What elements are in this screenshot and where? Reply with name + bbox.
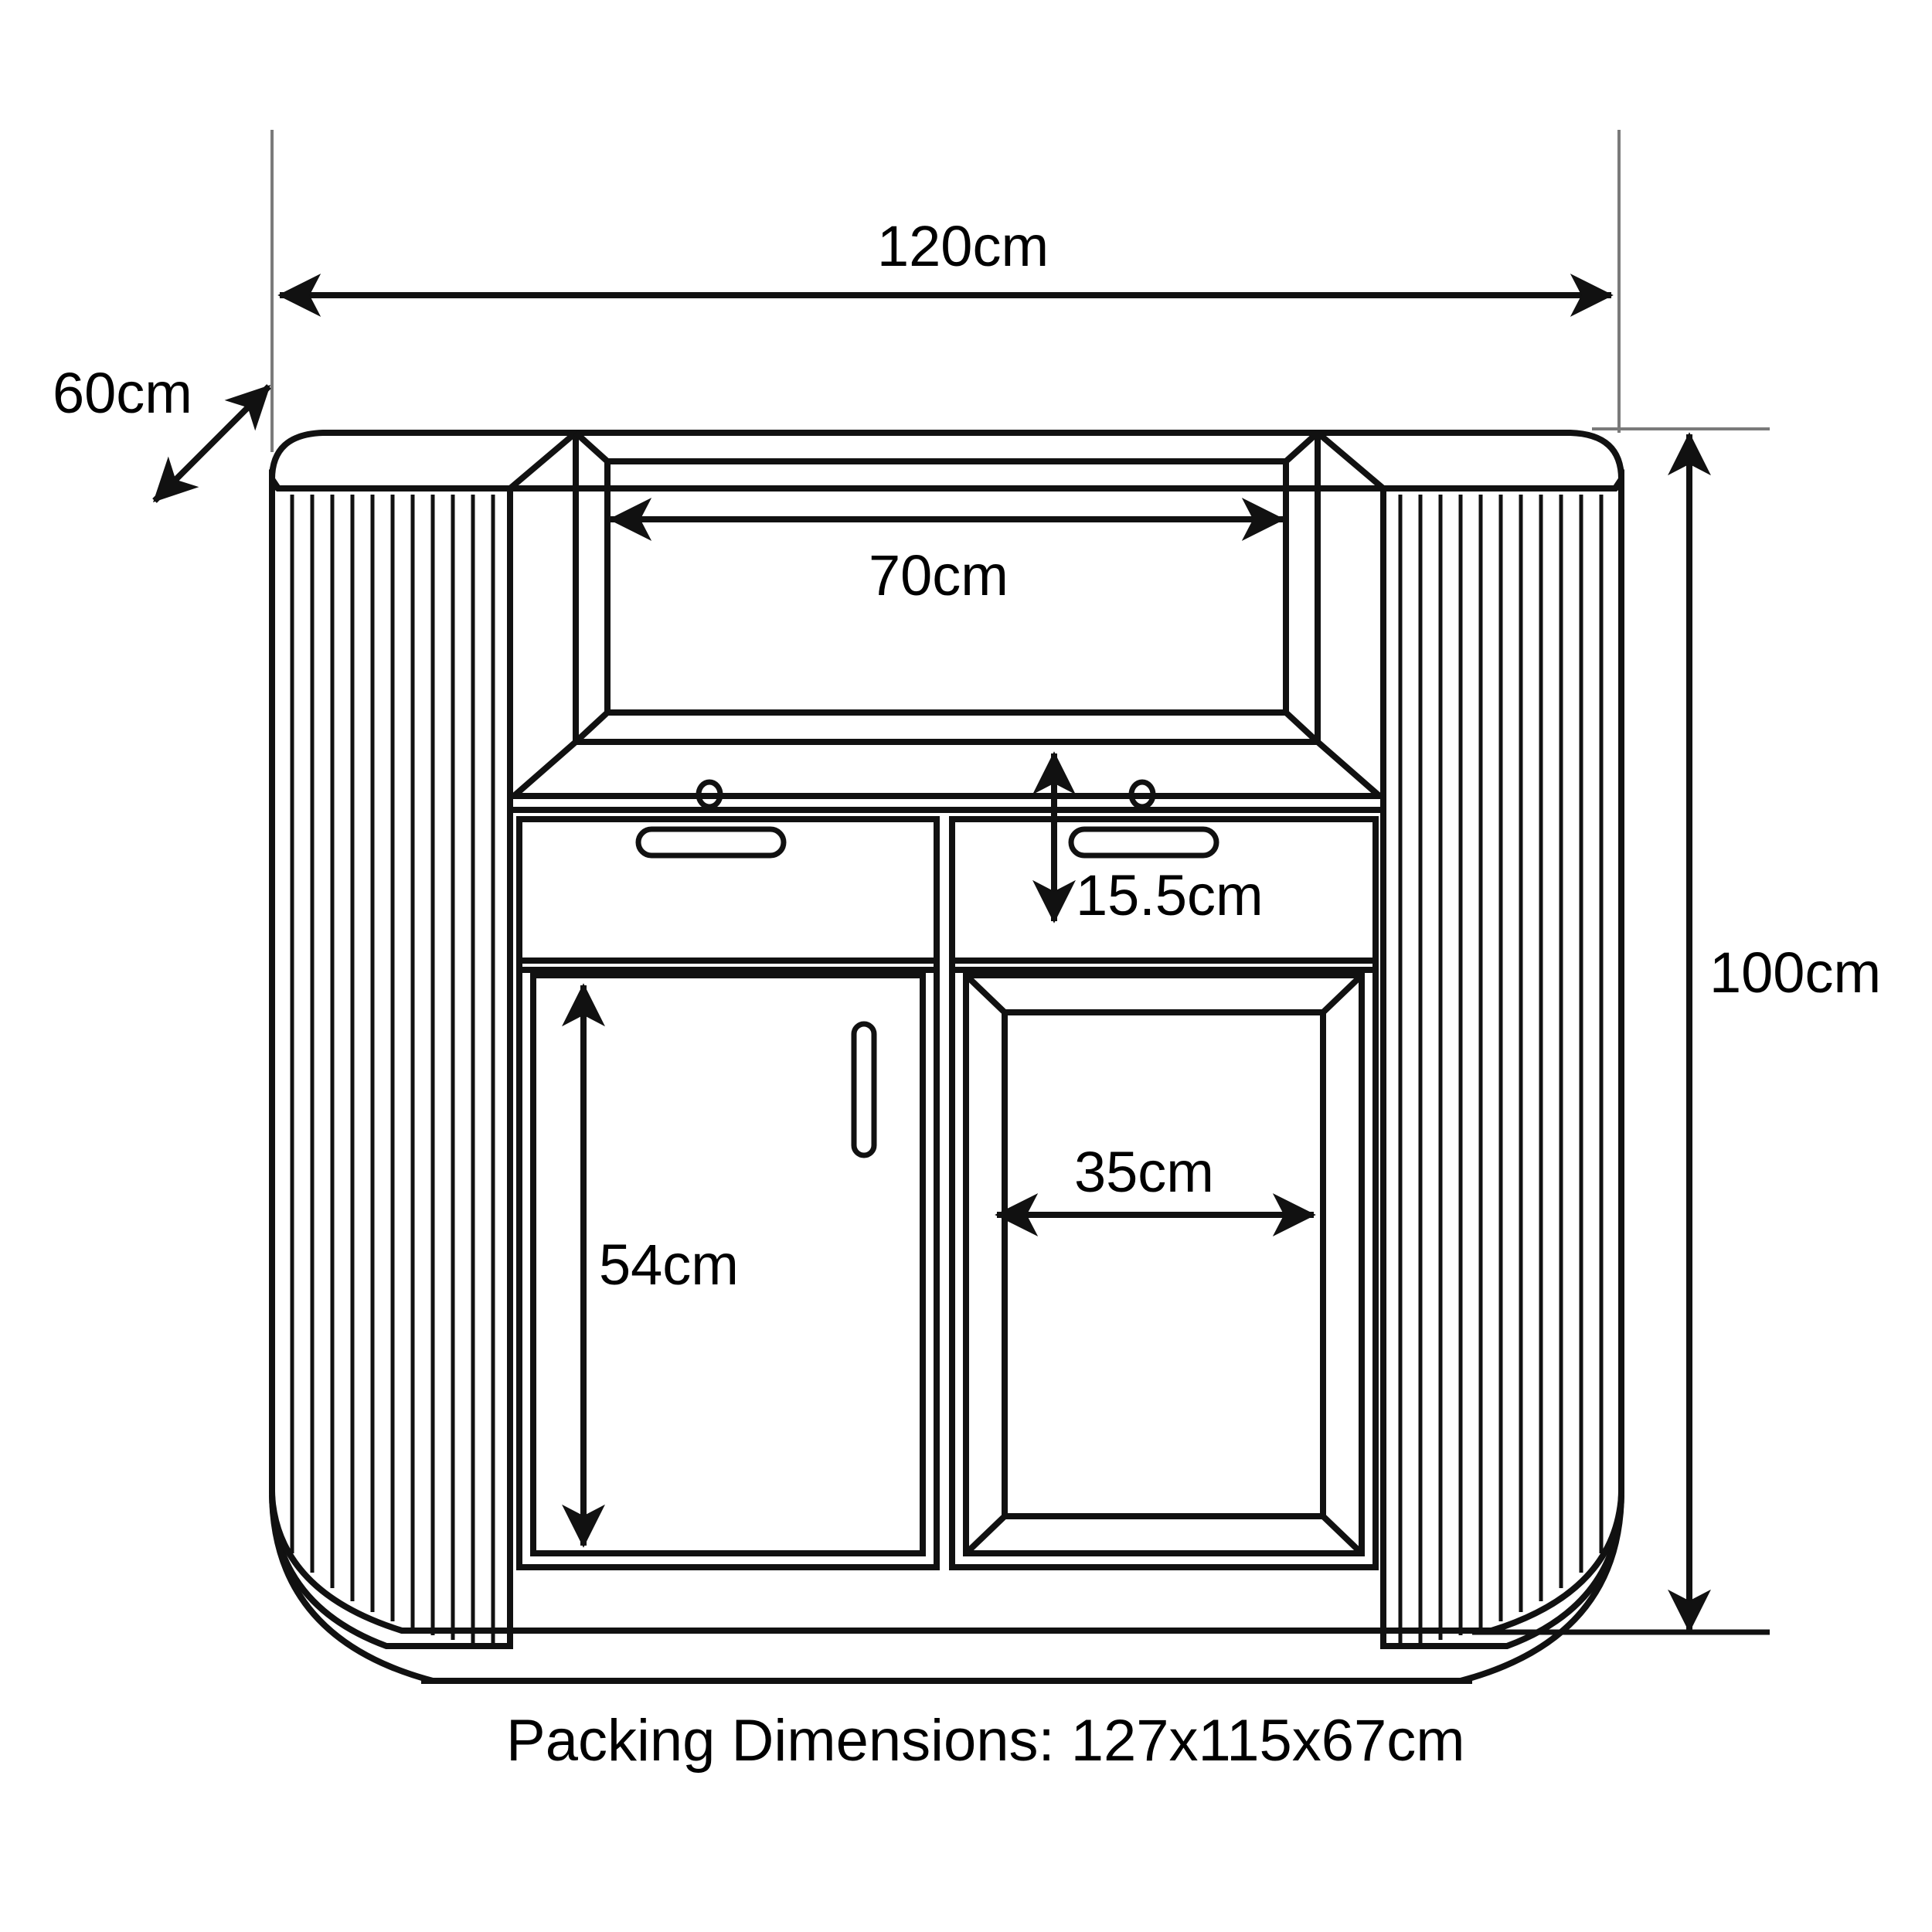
lower-doors — [516, 957, 1379, 1570]
right-drawer-pull-handle — [1068, 826, 1219, 859]
cabinet-body — [268, 430, 1625, 1684]
right-panel-flutes — [1398, 495, 1604, 1645]
niche-corner-br — [1284, 710, 1320, 744]
right-drawer-front — [949, 816, 1379, 973]
niche-corner-tr — [1284, 430, 1320, 464]
left-door-outer — [516, 957, 940, 1570]
dim-label-35cm: 35cm — [1074, 1140, 1214, 1204]
dim-label-70cm: 70cm — [869, 543, 1009, 607]
right-door-bevel-tr — [1321, 973, 1364, 1015]
right-door-bevel-tl — [964, 973, 1007, 1015]
left-panel-flutes — [290, 495, 495, 1645]
dim-label-60cm: 60cm — [53, 361, 192, 425]
niche-floor-splay-right — [1315, 739, 1382, 799]
curved-base-inner — [269, 1495, 1624, 1634]
right-door-frame — [963, 972, 1365, 1556]
dim-label-100cm: 100cm — [1709, 940, 1882, 1005]
dim-label-54cm: 54cm — [599, 1233, 739, 1297]
right-door-outer — [949, 957, 1379, 1570]
right-door-bevel-br — [1321, 1514, 1364, 1556]
niche-back-panel — [604, 458, 1289, 716]
niche-floor-splay-left — [512, 739, 578, 799]
left-door-inner — [530, 972, 926, 1556]
right-panel-bevel-diag — [1315, 430, 1386, 492]
dimension-arrows — [152, 274, 1711, 1633]
packing-dimensions-caption: Packing Dimensions: 127x115x67cm — [506, 1708, 1465, 1774]
left-door-pull-handle — [851, 1021, 877, 1158]
open-shelf-niche — [512, 430, 1382, 813]
drawer-bank — [516, 816, 1379, 973]
right-drawer-knob-icon — [1128, 779, 1156, 810]
niche-corner-bl — [573, 710, 610, 744]
dim-label-15-5cm: 15.5cm — [1076, 863, 1264, 927]
left-drawer-knob-icon — [696, 779, 723, 810]
left-drawer-front — [516, 816, 940, 973]
left-drawer-hardware — [635, 779, 787, 859]
niche-front-opening — [573, 430, 1321, 745]
dim-label-120cm: 120cm — [877, 214, 1049, 278]
left-drawer-pull-handle — [635, 826, 787, 859]
right-door-recessed-panel — [1002, 1009, 1326, 1519]
left-panel-bevel-diag — [508, 430, 578, 492]
right-door-bevel-bl — [964, 1514, 1007, 1556]
extension-lines — [270, 130, 1770, 452]
niche-corner-tl — [573, 430, 610, 464]
dim-arrow-60cm — [152, 384, 271, 503]
